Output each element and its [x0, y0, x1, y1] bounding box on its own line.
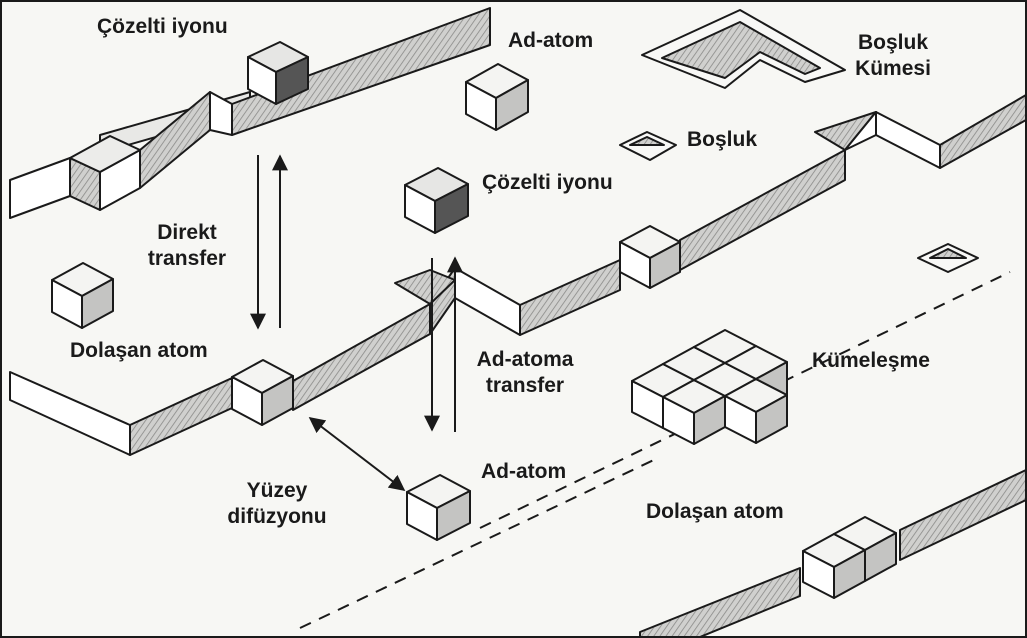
terrace-edge-dashed-2	[299, 456, 661, 629]
label-ad-atom-transfer: Ad-atoma transfer	[476, 348, 574, 397]
label-solution-ion-1: Çözelti iyonu	[97, 15, 228, 38]
label-vacancy: Boşluk	[687, 128, 758, 151]
solution-ion-cube-2	[404, 167, 469, 234]
label-surface-diffusion: Yüzey difüzyonu	[227, 479, 327, 528]
label-solution-ion-2: Çözelti iyonu	[482, 171, 613, 194]
label-clustering: Kümeleşme	[812, 349, 930, 372]
ad-atom-cube-2	[406, 474, 471, 541]
label-vacancy-cluster: Boşluk Kümesi	[855, 31, 931, 80]
ad-atom-cube-1	[465, 63, 529, 131]
label-direct-transfer: Direkt transfer	[147, 221, 227, 270]
vacancy-cluster-pit	[641, 9, 846, 89]
middle-terrace-step	[9, 94, 1027, 456]
label-wandering-atom-2: Dolaşan atom	[646, 500, 784, 523]
solution-ion-cube-1	[247, 41, 309, 105]
upper-terrace-step	[9, 7, 491, 219]
step-edge-cube	[231, 359, 294, 426]
wandering-atom-cube-1	[51, 262, 114, 329]
label-ad-atom-2: Ad-atom	[481, 460, 567, 483]
vacancy-pit-2	[917, 243, 979, 273]
vacancy-pit	[619, 131, 677, 161]
label-wandering-atom-1: Dolaşan atom	[70, 339, 208, 362]
step-kink-cube	[619, 225, 681, 289]
surface-diffusion-arrow	[308, 417, 406, 491]
lower-terrace-step	[639, 469, 1027, 638]
lower-step-cubes	[802, 516, 897, 599]
atom-cluster	[631, 329, 788, 445]
label-ad-atom-1: Ad-atom	[508, 29, 594, 52]
